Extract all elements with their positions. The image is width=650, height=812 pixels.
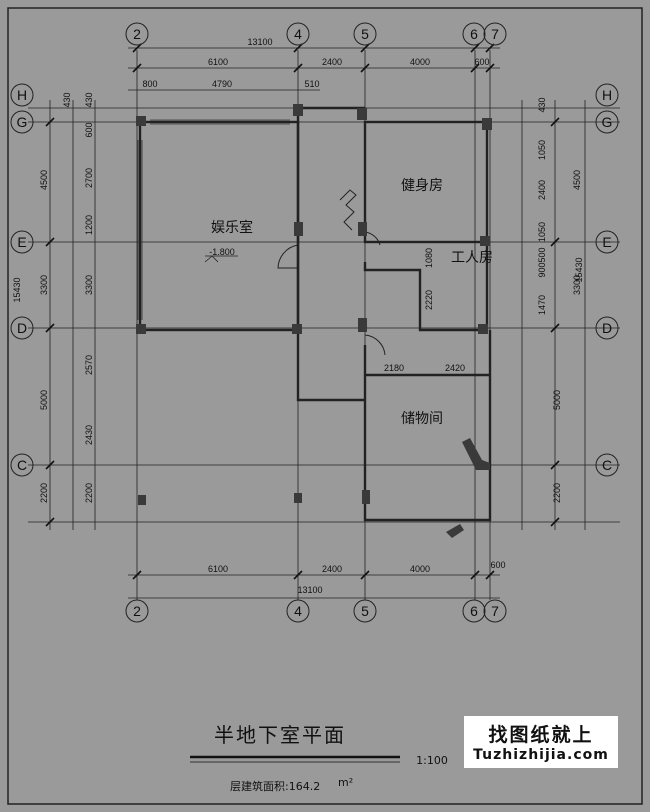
dim-text: 2400 <box>322 564 342 574</box>
axis-label: E <box>602 234 611 250</box>
watermark-en: Tuzhizhijia.com <box>473 747 609 763</box>
axis-bubbles-top: 2 4 5 6 7 <box>125 22 507 46</box>
dim-text: 430 <box>62 92 72 107</box>
axis-label: 6 <box>470 26 478 42</box>
axis-bubbles-right: H G E D C <box>595 83 619 477</box>
grid-lines <box>28 50 620 600</box>
dim-text: 500 <box>537 247 547 262</box>
room-label-entertainment: 娱乐室 <box>211 219 253 236</box>
dim-text: 5000 <box>552 390 562 410</box>
room-label-worker: 工人房 <box>451 250 493 266</box>
axis-label: 2 <box>133 26 141 42</box>
stair <box>339 189 357 231</box>
axis-label: G <box>602 114 613 130</box>
dim-text: 2200 <box>84 483 94 503</box>
dim-text: 2200 <box>39 483 49 503</box>
drawing-title: 半地下室平面 <box>214 723 346 747</box>
axis-label: C <box>602 457 612 473</box>
dim-text: 1200 <box>84 215 94 235</box>
dim-text: 4000 <box>410 564 430 574</box>
dim-text: 3300 <box>572 275 582 295</box>
axis-label: C <box>17 457 27 473</box>
columns <box>136 104 492 538</box>
dim-text: 600 <box>84 122 94 137</box>
dim-text: 6100 <box>208 564 228 574</box>
windows <box>137 119 290 320</box>
dim-text: 4500 <box>39 170 49 190</box>
dim-total-top: 13100 <box>247 37 272 47</box>
dim-text: 510 <box>304 79 319 89</box>
dim-text: 900 <box>537 262 547 277</box>
drawing-frame <box>7 7 643 805</box>
dim-text: 6100 <box>208 57 228 67</box>
axis-label: 7 <box>491 26 499 42</box>
axis-label: H <box>602 87 612 103</box>
area-unit: m² <box>338 776 353 789</box>
dim-total-left: 15430 <box>12 277 22 302</box>
axis-label: 5 <box>361 603 369 619</box>
dim-text: 4000 <box>410 57 430 67</box>
dimension-ticks <box>45 43 560 580</box>
axis-label: 4 <box>294 26 302 42</box>
axis-label: 4 <box>294 603 302 619</box>
elevation-label: -1.800 <box>209 247 235 257</box>
area-label: 层建筑面积:164.2 <box>230 779 320 793</box>
dim-text: 2420 <box>445 363 465 373</box>
watermark-cn: 找图纸就上 <box>488 724 594 746</box>
dim-text: 2570 <box>84 355 94 375</box>
dim-total-right: 15430 <box>574 257 584 282</box>
axis-label: D <box>602 320 612 336</box>
axis-label: 5 <box>361 26 369 42</box>
axis-bubbles-bottom: 2 4 5 6 7 <box>125 599 507 623</box>
dim-text: 800 <box>142 79 157 89</box>
dim-text: 5000 <box>39 390 49 410</box>
dim-text: 3300 <box>39 275 49 295</box>
walls <box>138 106 492 522</box>
dim-text: 2220 <box>424 290 434 310</box>
dim-text: 2430 <box>84 425 94 445</box>
dim-text: 2700 <box>84 168 94 188</box>
dim-text: 4500 <box>572 170 582 190</box>
dim-text: 2400 <box>322 57 342 67</box>
axis-label: 7 <box>491 603 499 619</box>
room-label-storage: 储物间 <box>401 411 443 427</box>
room-label-gym: 健身房 <box>401 178 443 194</box>
dim-text: 3300 <box>84 275 94 295</box>
dim-text: 1080 <box>424 248 434 268</box>
dim-text: 600 <box>474 57 489 67</box>
doors <box>277 231 386 356</box>
dim-text: 1470 <box>537 295 547 315</box>
dim-text: 2200 <box>552 483 562 503</box>
axis-label: G <box>17 114 28 130</box>
axis-bubbles-left: H G E D C <box>10 83 34 477</box>
scale-label: 1:100 <box>416 754 448 767</box>
dim-text: 430 <box>537 97 547 112</box>
dim-text: 430 <box>84 92 94 107</box>
axis-label: E <box>17 234 26 250</box>
dim-text: 600 <box>490 560 505 570</box>
axis-label: 2 <box>133 603 141 619</box>
axis-label: D <box>17 320 27 336</box>
axis-label: 6 <box>470 603 478 619</box>
dim-text: 4790 <box>212 79 232 89</box>
watermark-logo: 找图纸就上 Tuzhizhijia.com <box>464 716 618 768</box>
dim-total-bottom: 13100 <box>297 585 322 595</box>
dim-text: 2180 <box>384 363 404 373</box>
dim-text: 1050 <box>537 140 547 160</box>
axis-label: H <box>17 87 27 103</box>
dim-text: 2400 <box>537 180 547 200</box>
dim-text: 1050 <box>537 222 547 242</box>
elevation-marker <box>204 255 238 263</box>
dimension-lines <box>49 47 586 599</box>
